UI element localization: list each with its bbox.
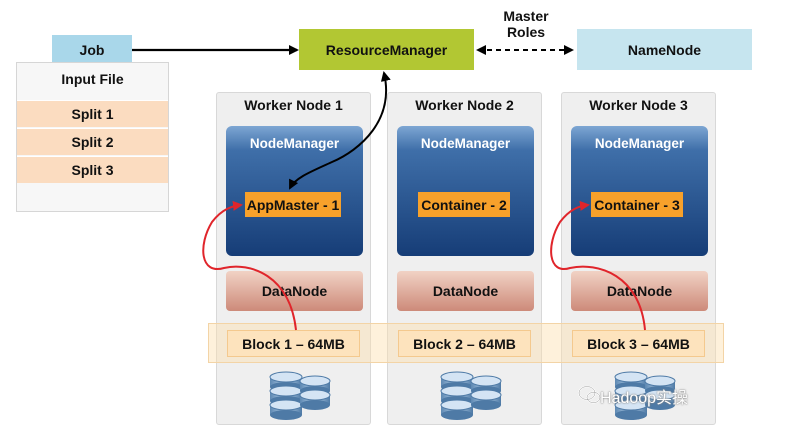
red-arrow-block3-container3 [550, 200, 646, 331]
disk-stack-1 [269, 371, 331, 420]
block-3: Block 3 – 64MB [572, 330, 705, 357]
input-file-title: Input File [61, 71, 124, 87]
wechat-icon [578, 385, 601, 404]
node-manager-3 [571, 126, 708, 256]
container-2: Container - 2 [418, 192, 510, 217]
worker-node-2-title: Worker Node 2 [415, 97, 514, 113]
name-node-box: NameNode [577, 29, 752, 70]
node-manager-3-label: NodeManager [594, 135, 685, 151]
split-3: Split 3 [17, 156, 168, 183]
split-2: Split 2 [17, 128, 168, 155]
disk-stack-2 [440, 371, 502, 420]
data-node-1: DataNode [226, 271, 363, 311]
node-manager-2 [397, 126, 534, 256]
block-2: Block 2 – 64MB [398, 330, 531, 357]
red-arrow-block1-appmaster [202, 200, 297, 331]
app-master-1: AppMaster - 1 [245, 192, 341, 217]
worker-node-3-title: Worker Node 3 [589, 97, 688, 113]
split-1: Split 1 [17, 100, 168, 127]
container-3: Container - 3 [591, 192, 683, 217]
arrow-resource-manager-appmaster [289, 71, 391, 190]
disk-stack-3 [614, 371, 676, 420]
resource-manager-box: ResourceManager [299, 29, 474, 70]
node-manager-2-label: NodeManager [420, 135, 511, 151]
job-box: Job [52, 35, 132, 65]
block-1: Block 1 – 64MB [227, 330, 360, 357]
watermark-text: Hadoop实操 [600, 390, 689, 407]
data-node-2: DataNode [397, 271, 534, 311]
